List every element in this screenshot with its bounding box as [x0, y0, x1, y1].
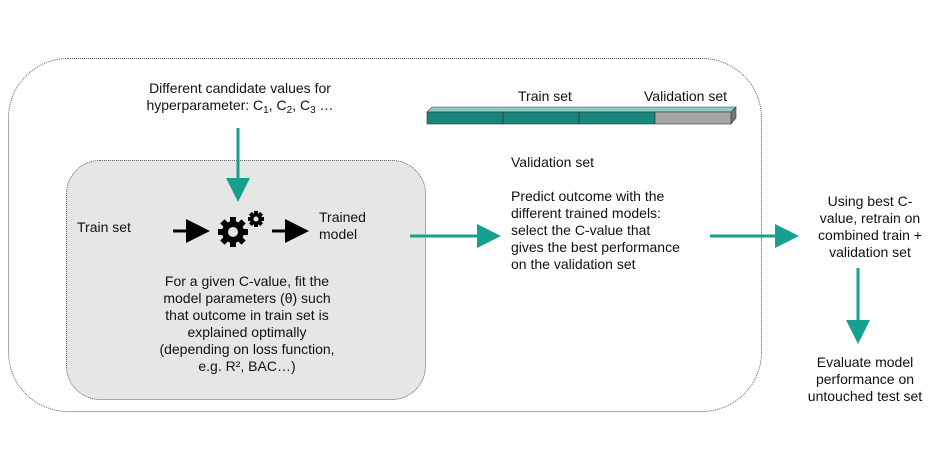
validation-segment — [654, 111, 732, 125]
retrain-line4: validation set — [829, 244, 911, 260]
candidate-values-line1: Different candidate values for — [149, 80, 331, 96]
evaluate-line2: performance on — [815, 371, 915, 387]
fit-description-line6: e.g. R², BAC…) — [198, 358, 296, 374]
trained-model-label: Trained model — [319, 209, 366, 243]
fit-description: For a given C-value, fit the model param… — [92, 273, 402, 375]
retrain-line3: combined train + — [818, 227, 922, 243]
trained-model-line1: Trained — [319, 209, 366, 225]
candidate-values-line2: hyperparameter: C1, C2, C3 … — [146, 97, 334, 116]
fit-description-line5: (depending on loss function, — [159, 341, 335, 357]
validation-set-bar-label: Validation set — [644, 88, 728, 104]
evaluate-line1: Evaluate model — [816, 354, 914, 370]
validation-line4: gives the best performance — [511, 239, 680, 255]
validation-line2: different trained models: — [511, 205, 661, 221]
train-set-label: Train set — [77, 219, 131, 235]
fit-description-line1: For a given C-value, fit the — [164, 273, 330, 289]
train-set-bar-label: Train set — [518, 88, 572, 104]
fit-description-line4: explained optimally — [187, 324, 307, 340]
data-split-bar — [426, 106, 737, 125]
retrain-text: Using best C- value, retrain on combined… — [800, 193, 940, 261]
retrain-line2: value, retrain on — [819, 210, 921, 226]
validation-description: Predict outcome with the different train… — [511, 188, 680, 273]
candidate-values-text: Different candidate values for hyperpara… — [110, 80, 370, 116]
fit-description-line3: that outcome in train set is — [165, 307, 329, 323]
validation-line1: Predict outcome with the — [511, 188, 665, 204]
evaluate-line3: untouched test set — [807, 388, 923, 404]
retrain-line1: Using best C- — [827, 193, 913, 209]
train-segment-2 — [502, 111, 580, 125]
fit-description-line2: model parameters (θ) such — [163, 290, 331, 306]
gears-icon — [218, 211, 264, 247]
trained-model-line2: model — [319, 226, 358, 242]
train-segment-1 — [426, 111, 504, 125]
data-bar-top-face — [426, 106, 737, 113]
evaluate-text: Evaluate model performance on untouched … — [790, 354, 940, 405]
validation-line5: on the validation set — [511, 256, 636, 272]
validation-line3: select the C-value that — [511, 222, 651, 238]
train-segment-3 — [578, 111, 656, 125]
validation-heading: Validation set — [511, 154, 595, 170]
